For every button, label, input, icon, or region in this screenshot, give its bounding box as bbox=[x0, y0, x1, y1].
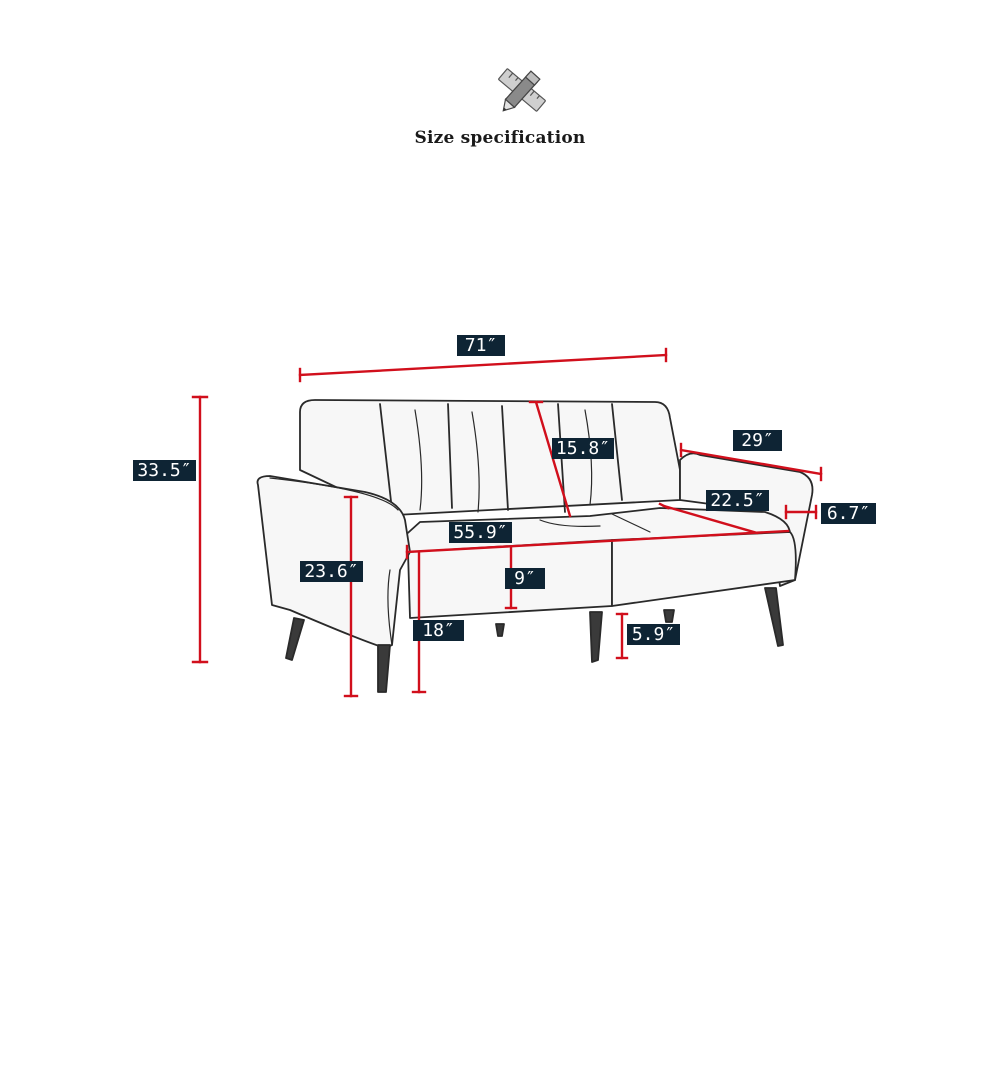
label-arm-height: 23.6″ bbox=[300, 561, 363, 582]
dim-line-back-height bbox=[534, 400, 572, 518]
label-overall-height: 33.5″ bbox=[133, 460, 196, 481]
label-seat-height: 18″ bbox=[413, 620, 464, 641]
dim-line-seat-depth bbox=[662, 504, 759, 535]
label-arm-width: 6.7″ bbox=[821, 503, 876, 524]
label-cushion-thickness: 9″ bbox=[505, 568, 545, 589]
ruler-pencil-icon bbox=[498, 68, 546, 112]
dimension-lines bbox=[191, 347, 823, 698]
label-seat-width: 55.9″ bbox=[449, 522, 512, 543]
label-back-height: 15.8″ bbox=[552, 438, 614, 459]
dim-line-overall-depth bbox=[679, 448, 823, 476]
label-leg-height: 5.9″ bbox=[627, 624, 680, 645]
label-overall-width: 71″ bbox=[457, 335, 505, 356]
label-overall-depth: 29″ bbox=[733, 430, 782, 451]
page-title: Size specification bbox=[414, 128, 586, 148]
dim-line-overall-width bbox=[298, 353, 668, 377]
label-seat-depth: 22.5″ bbox=[706, 490, 769, 511]
dim-line-seat-width bbox=[405, 529, 790, 554]
